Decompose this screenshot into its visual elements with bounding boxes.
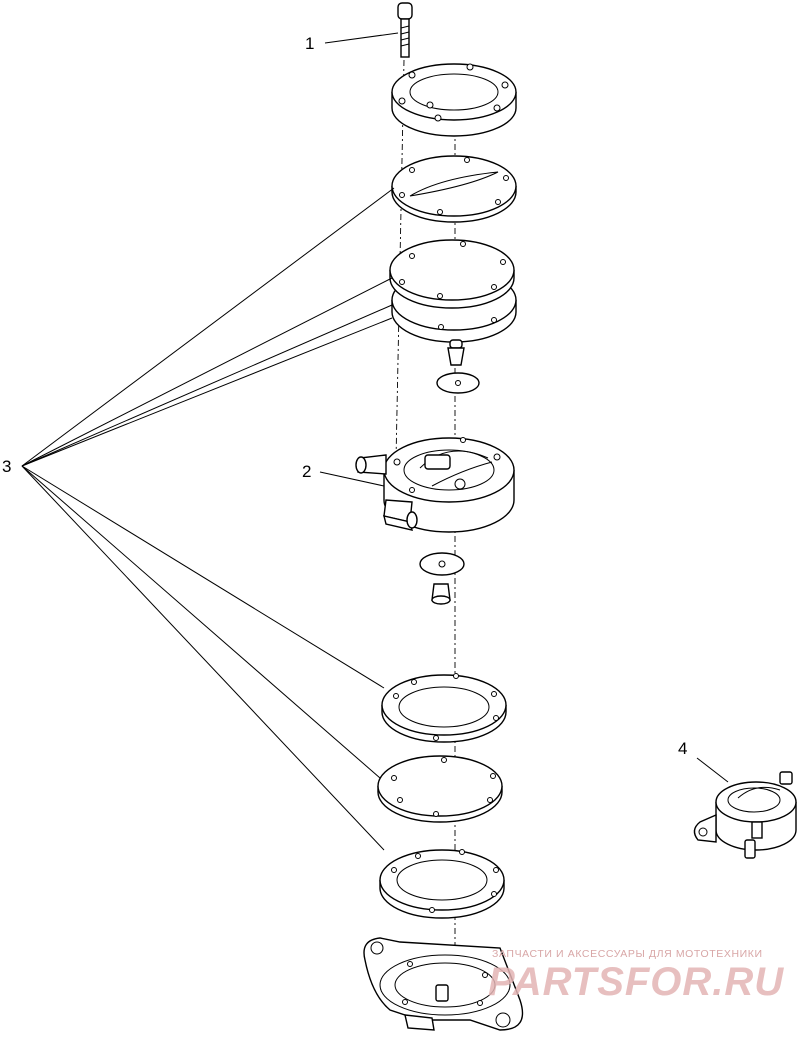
gasket-upper-1 xyxy=(391,155,517,223)
leader-line-1 xyxy=(324,32,399,44)
leader-lines-3 xyxy=(21,187,395,851)
assembled-pump-part-4 xyxy=(693,771,797,859)
callout-2: 2 xyxy=(302,462,312,481)
bolt-part-1 xyxy=(397,2,413,58)
leader-line-2 xyxy=(319,471,385,487)
gasket-lower-2 xyxy=(379,849,505,919)
gasket-lower-1 xyxy=(381,673,507,743)
diaphragm-lower xyxy=(377,755,503,823)
callout-1: 1 xyxy=(305,34,315,53)
pump-body-part-2 xyxy=(355,437,515,533)
valve-washer-upper xyxy=(436,372,480,394)
check-valve-lower xyxy=(431,583,451,605)
leader-line-4 xyxy=(696,757,729,783)
watermark-brand: PARTSFOR.RU xyxy=(488,960,785,1004)
callout-3: 3 xyxy=(2,457,12,476)
valve-washer-lower xyxy=(419,552,465,576)
callout-4: 4 xyxy=(678,739,688,758)
check-valve-upper xyxy=(447,339,465,366)
top-cover xyxy=(391,63,517,137)
diaphragm-upper xyxy=(389,239,517,343)
base-housing xyxy=(363,937,524,1031)
watermark-subtitle: ЗАПЧАСТИ И АКСЕССУАРЫ ДЛЯ МОТОТЕХНИКИ xyxy=(492,948,763,960)
